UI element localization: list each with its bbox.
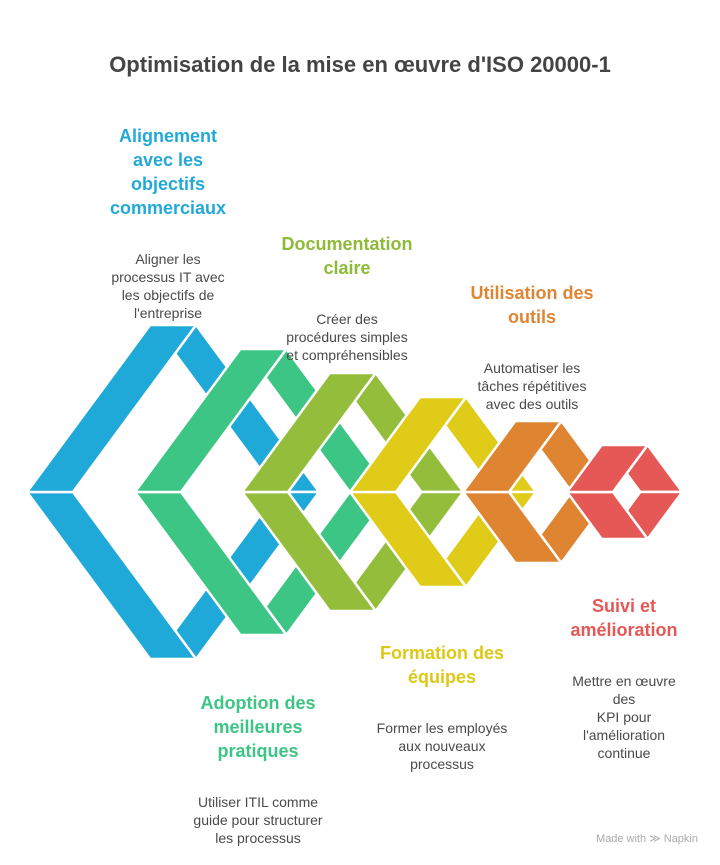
step-3-label: Documentation claire Créer des procédure… — [281, 214, 412, 382]
step-3-desc: Créer des procédures simples et compréhe… — [286, 311, 408, 363]
step-2-chevron-arm — [132, 347, 289, 494]
step-6-title: Suivi et amélioration — [570, 596, 678, 640]
step-1-title: Alignement avec les objectifs commerciau… — [109, 126, 227, 218]
step-6-chevron-arm — [564, 443, 651, 494]
step-5-title: Utilisation des outils — [470, 283, 594, 327]
step-4-chevron-arm — [347, 395, 469, 494]
step-5-desc: Automatiser les tâches répétitives avec … — [477, 360, 587, 412]
step-3-title: Documentation claire — [281, 234, 413, 278]
step-4-title: Formation des équipes — [379, 643, 505, 687]
step-6-label: Suivi et amélioration Mettre en œuvre de… — [570, 576, 677, 780]
step-3-chevron-arm — [239, 371, 379, 494]
napkin-brand: Napkin — [663, 833, 698, 845]
step-6-desc: Mettre en œuvre des KPI pour l'améliorat… — [572, 673, 676, 761]
step-4-label: Formation des équipes Former les employé… — [377, 623, 508, 791]
napkin-logo-icon: ≫ — [649, 833, 661, 845]
step-2-desc: Utiliser ITIL comme guide pour structure… — [193, 794, 323, 846]
page-title: Optimisation de la mise en œuvre d'ISO 2… — [109, 52, 611, 77]
footer-credit: Made with ≫ Napkin — [596, 832, 698, 845]
step-5-chevron-arm — [460, 419, 564, 494]
step-4-desc: Former les employés aux nouveaux process… — [376, 720, 508, 772]
step-2-label: Adoption des meilleures pratiques Utilis… — [193, 673, 322, 865]
step-1-label: Alignement avec les objectifs commerciau… — [110, 106, 226, 340]
made-with-text: Made with — [595, 833, 647, 845]
step-1-desc: Aligner les processus IT avec les object… — [111, 251, 225, 321]
step-1-chevron-arm — [24, 323, 199, 494]
step-5-label: Utilisation des outils Automatiser les t… — [470, 263, 593, 431]
step-2-title: Adoption des meilleures pratiques — [200, 693, 316, 761]
